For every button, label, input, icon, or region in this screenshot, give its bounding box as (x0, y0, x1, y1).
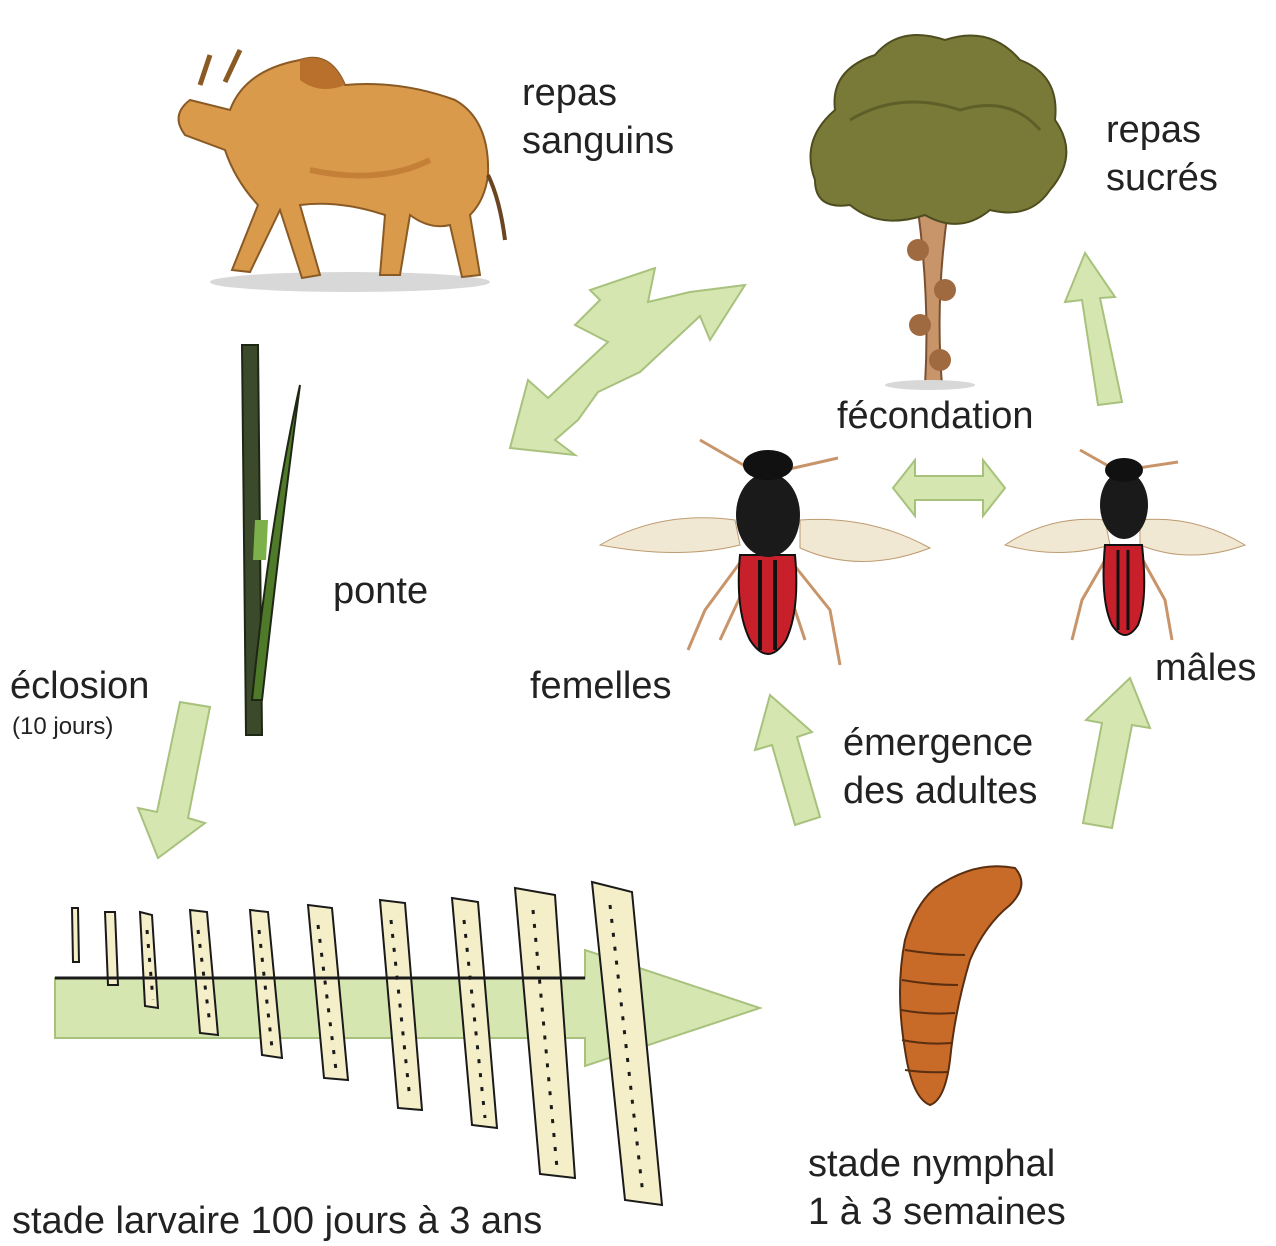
pupa-illustration (900, 866, 1021, 1105)
tree-illustration (811, 35, 1067, 390)
arrow-emergence-females (755, 695, 820, 825)
label-sugar-meals-line1: repas (1106, 107, 1201, 155)
label-blood-meals-line2: sanguins (522, 118, 674, 166)
label-mating: fécondation (837, 393, 1034, 441)
label-sugar-meals-line2: sucrés (1106, 155, 1218, 203)
label-females: femelles (530, 663, 672, 711)
zebu-illustration (179, 50, 505, 292)
arrow-hatching (138, 702, 210, 858)
label-blood-meals-line1: repas (522, 70, 617, 118)
reed-illustration (242, 345, 300, 735)
label-pupal-stage-line1: stade nymphal (808, 1141, 1055, 1189)
arrow-feeding-exchange (510, 268, 745, 455)
label-males: mâles (1155, 645, 1256, 693)
label-laying: ponte (333, 568, 428, 616)
arrow-males-to-tree (1065, 253, 1122, 405)
arrow-emergence-males (1083, 678, 1150, 828)
label-emergence-line2: des adultes (843, 768, 1037, 816)
label-hatching: éclosion (10, 663, 149, 711)
male-fly-illustration (1005, 450, 1245, 640)
label-hatching-time: (10 jours) (12, 712, 113, 742)
label-emergence-line1: émergence (843, 720, 1033, 768)
larvae-sequence (55, 882, 662, 1205)
arrow-mating-double (893, 460, 1005, 516)
label-pupal-stage-line2: 1 à 3 semaines (808, 1189, 1066, 1237)
female-fly-illustration (600, 440, 930, 665)
label-larval-stage: stade larvaire 100 jours à 3 ans (12, 1198, 542, 1246)
